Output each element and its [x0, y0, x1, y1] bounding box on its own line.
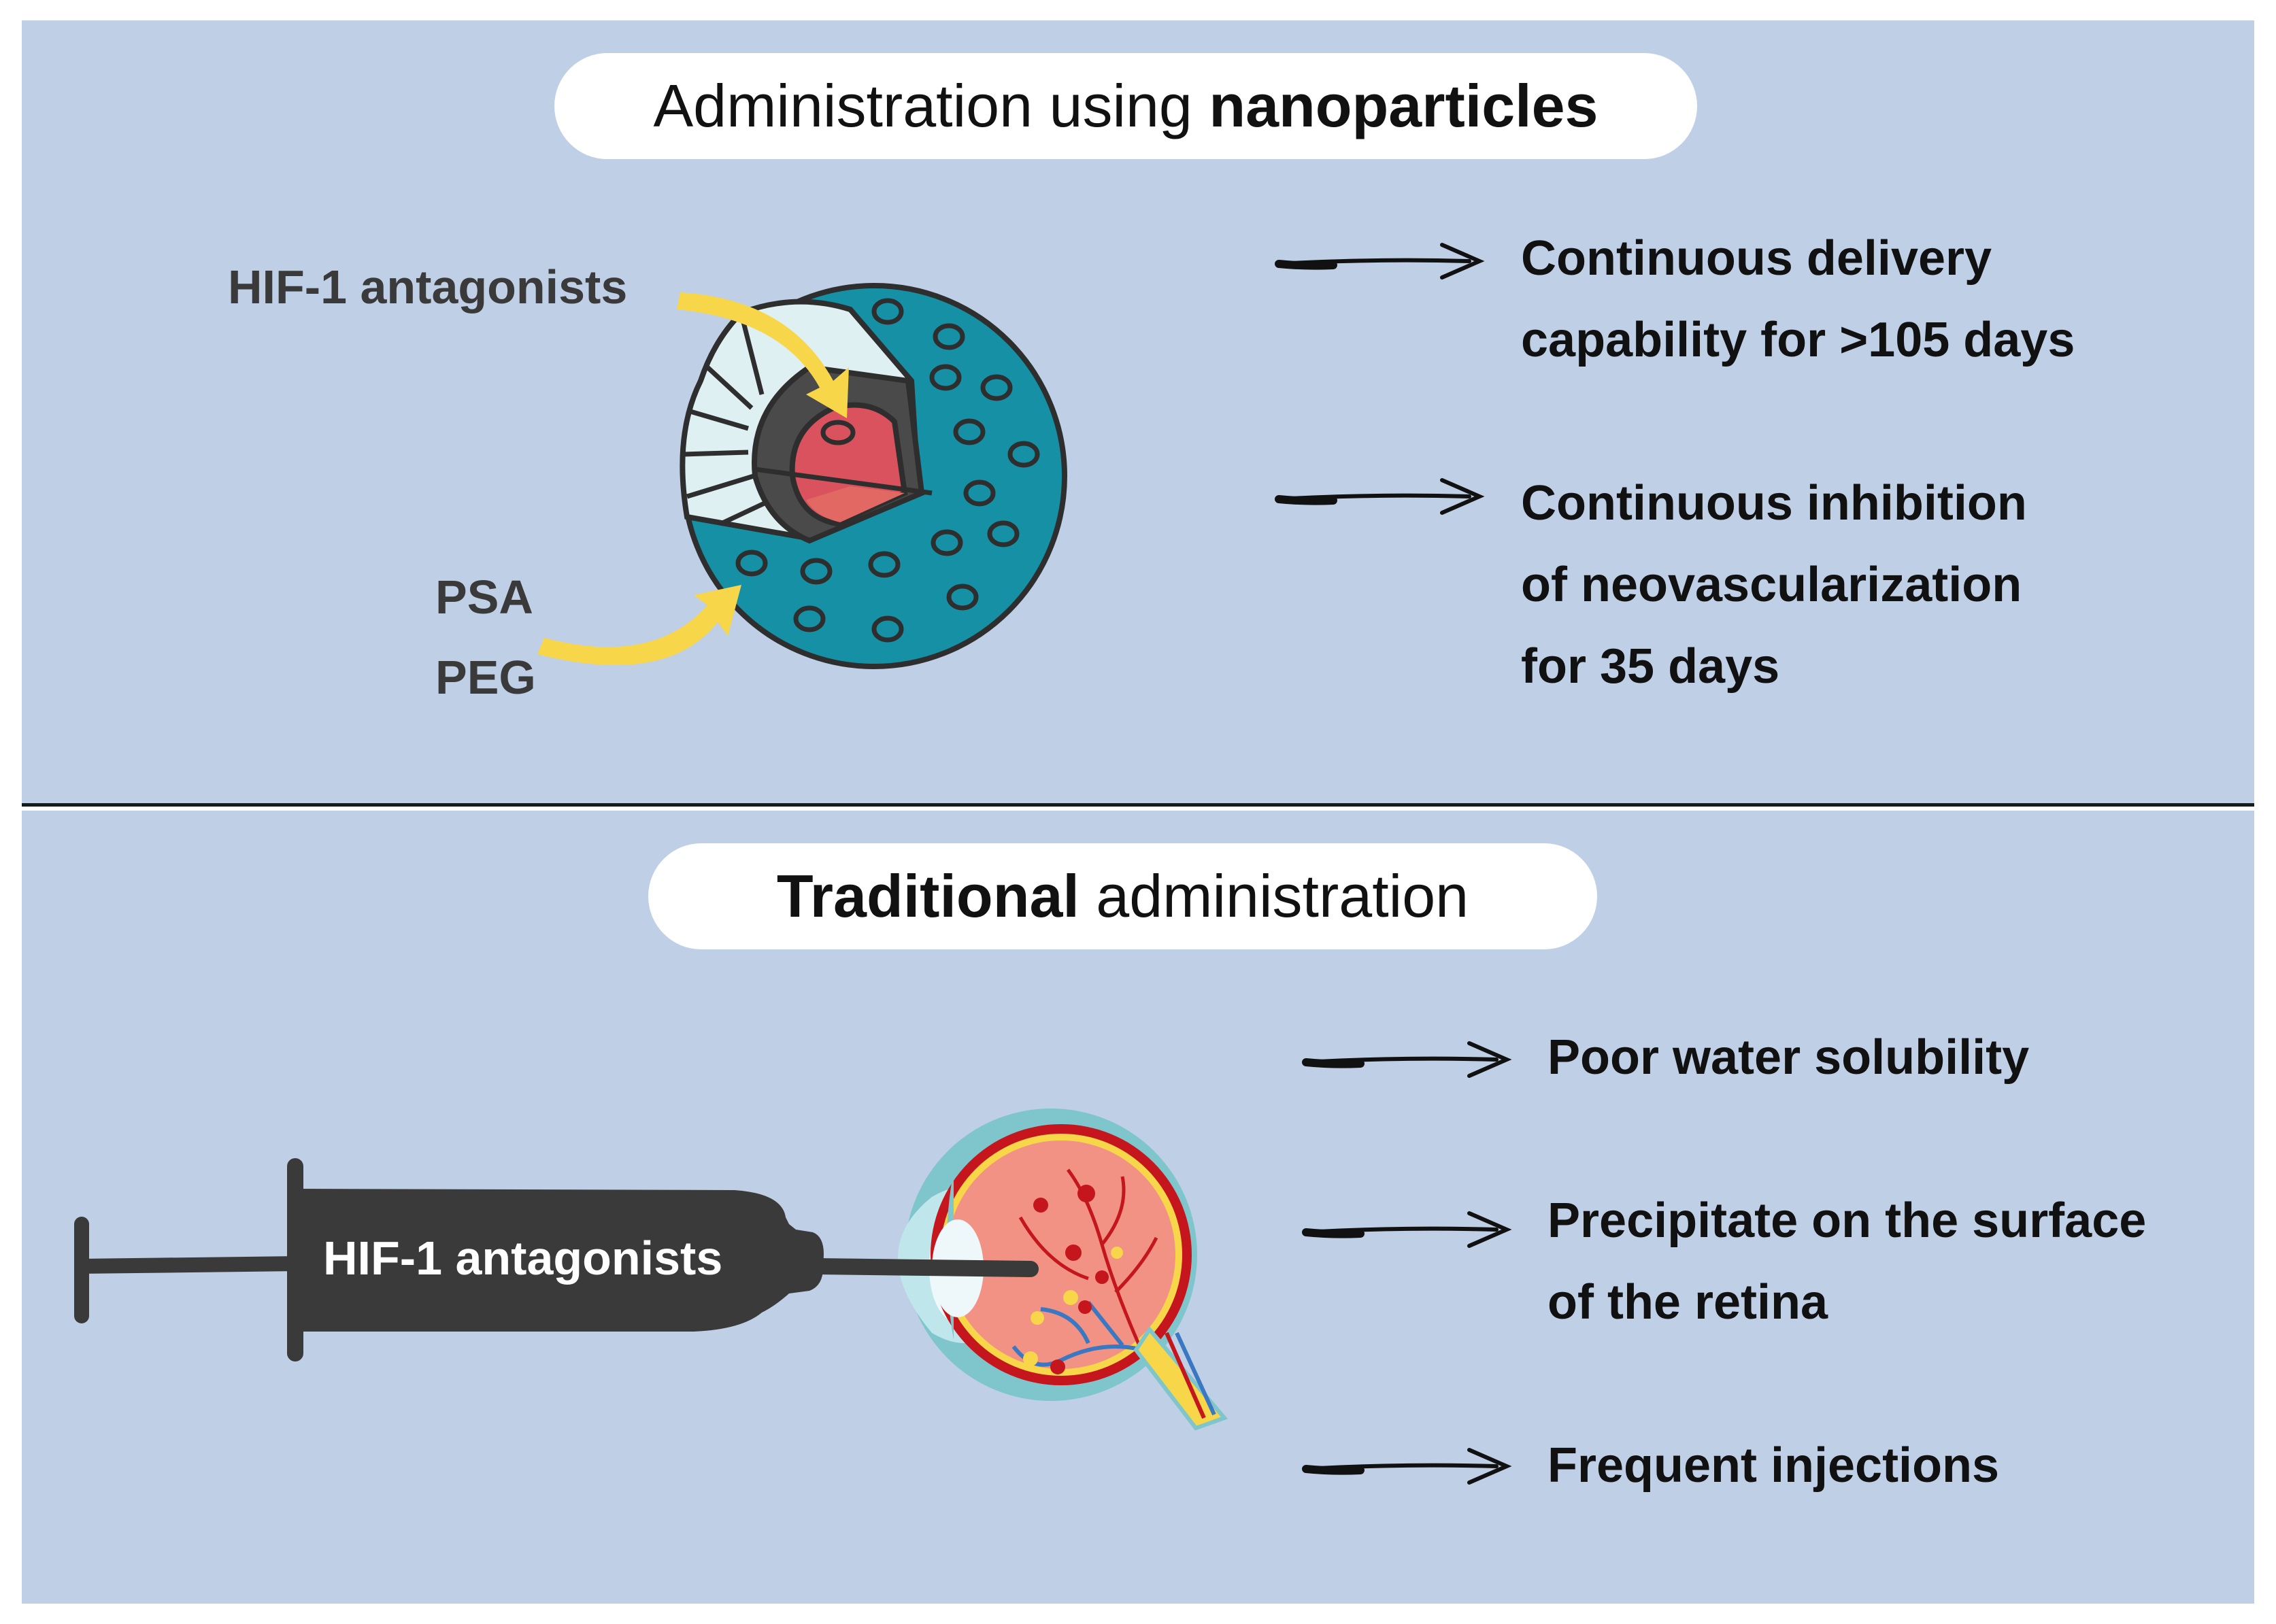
title-bold: Traditional	[776, 862, 1080, 930]
outcome-line: Continuous delivery	[1521, 231, 1992, 286]
top-outcome-arrows	[1275, 243, 1485, 515]
title-nanoparticles: Administration using nanoparticles	[554, 53, 1697, 159]
outcome-line: Continuous inhibition	[1521, 476, 2027, 530]
eye-illustration	[898, 1109, 1228, 1431]
outcome-line: of the retina	[1547, 1275, 1828, 1330]
label-psa: PSA	[435, 571, 533, 624]
precipitate-dots	[1023, 1185, 1123, 1374]
outcome-line: for 35 days	[1521, 639, 1780, 694]
outcome-line: Precipitate on the surface	[1547, 1194, 2147, 1248]
bottom-outcome-arrows	[1302, 1041, 1512, 1485]
label-peg: PEG	[435, 651, 536, 704]
outcome-poor-solubility: Poor water solubility	[1547, 1017, 2029, 1098]
outcome-line: Frequent injections	[1547, 1438, 2000, 1493]
syringe-illustration	[74, 1158, 1039, 1361]
arrow-to-core	[677, 292, 849, 418]
nanoparticle-illustration	[537, 283, 1067, 669]
outcome-line: Poor water solubility	[1547, 1030, 2030, 1085]
outcome-continuous-inhibition: Continuous inhibition of neovascularizat…	[1521, 462, 2027, 707]
syringe-label: HIF-1 antagonists	[323, 1232, 723, 1285]
outcome-line: of neovascularization	[1521, 558, 2022, 612]
outcome-frequent-injections: Frequent injections	[1547, 1425, 1999, 1506]
shell-pores	[735, 298, 1040, 643]
title-traditional: Traditional administration	[648, 843, 1597, 949]
title-bold: nanoparticles	[1209, 72, 1599, 139]
outcome-precipitate: Precipitate on the surface of the retina	[1547, 1180, 2146, 1343]
title-regular: Administration using	[653, 72, 1209, 139]
arrow-to-shell	[537, 585, 741, 666]
section-divider	[22, 803, 2254, 807]
outcome-line: capability for >105 days	[1521, 313, 2075, 367]
label-hif1-antagonists: HIF-1 antagonists	[228, 260, 628, 314]
title-regular: administration	[1079, 862, 1469, 930]
outcome-continuous-delivery: Continuous delivery capability for >105 …	[1521, 218, 2075, 381]
